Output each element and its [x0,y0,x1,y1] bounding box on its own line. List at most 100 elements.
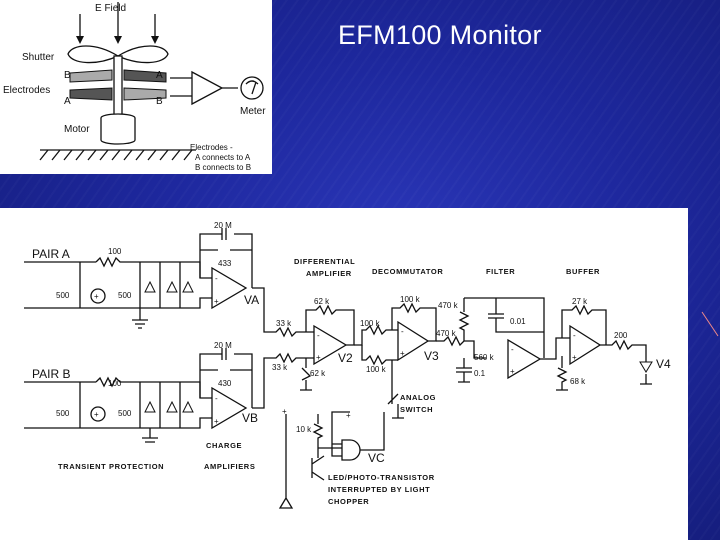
meter-label: Meter [240,106,266,117]
opamp-v2-minus: - [317,331,320,340]
analog-switch [387,360,404,419]
feedback-v2 [305,304,355,346]
wire-buffer-in [540,337,570,360]
opamp-a-minus: - [215,274,218,283]
analog-label-2: SWITCH [400,405,433,414]
opamp-buffer-minus: - [573,331,576,340]
motor-label: Motor [64,124,90,135]
shutter-label: Shutter [22,52,55,63]
wire-output [600,339,652,385]
meter-needle [245,80,259,95]
electrode-a-right [123,69,167,83]
v4-label: V4 [656,357,671,371]
source-a [90,288,106,304]
electrodes-label: Electrodes [3,85,50,96]
electrode-label-b: B [156,96,163,107]
vb-label: VB [242,411,258,425]
opamp-b [211,386,248,430]
wire-diff-decom-2 [361,345,398,366]
wire-filter-in [436,335,486,359]
c-430: 430 [218,379,232,388]
electrode-label-a: A [156,70,163,81]
opamp-b-plus: + [214,417,219,426]
r-470k-top [458,298,470,341]
cap-01 [456,358,472,383]
r-20m-b: 20 M [214,341,232,350]
opamp-v3-plus: + [400,349,405,358]
electrode-label-b: B [64,70,71,81]
c-433: 433 [218,259,232,268]
wire-vb-diff [252,352,314,409]
field-mill-illustration: E Field Shutter B A A B Electrodes Motor [0,0,272,174]
r-500-right-b: 500 [118,409,132,418]
output-diode [639,361,653,373]
motor-shaft [113,55,123,119]
opamp-b-minus: - [215,394,218,403]
wire-diff-decom [354,324,398,346]
circuit-schematic: PAIR A 100 500 + 500 - + 20 M 433 VA PAI… [0,208,688,540]
led-supply [278,414,294,509]
note-line-3: B connects to B [195,163,251,172]
va-label: VA [244,293,259,307]
protection-diodes-b [144,400,194,413]
vc-label: VC [368,451,385,465]
opamp-v3-minus: - [401,327,404,336]
r-500-left-a: 500 [56,291,70,300]
r-100-b: 100 [108,379,122,388]
wire-pair-a-in [24,256,212,279]
r-20m-a: 20 M [214,221,232,230]
r-68k-gnd [556,356,568,391]
source-a-sign: + [94,292,99,301]
ground-hatch [39,149,193,161]
slide-title: EFM100 Monitor [338,20,542,50]
pair-b-label: PAIR B [32,367,70,381]
motor-body [100,118,136,145]
wire-pair-a-gnd [24,262,212,309]
transient-label: TRANSIENT PROTECTION [58,462,164,471]
r-470k-lower: 470 k [436,329,457,338]
opamp-filter-plus: + [510,367,515,376]
opamp-a [211,266,248,310]
led-label-1: LED/PHOTO-TRANSISTOR [328,473,435,482]
led-label-2: INTERRUPTED BY LIGHT [328,485,430,494]
schematic-svg: PAIR A 100 500 + 500 - + 20 M 433 VA PAI… [24,221,671,509]
differential-label-1: DIFFERENTIAL [294,257,355,266]
feedback-buffer [561,304,607,345]
e-field-label: E Field [95,3,126,14]
c-001: 0.01 [510,317,526,326]
source-b [90,406,106,422]
arrow-head [114,36,122,44]
buffer-label: BUFFER [566,267,600,276]
r-100k-fb: 100 k [400,295,421,304]
filter-label: FILTER [486,267,515,276]
differential-label-2: AMPLIFIER [306,269,352,278]
opamp-v2-plus: + [316,353,321,362]
c-01: 0.1 [474,369,486,378]
feedback-b [199,348,253,408]
ground-a [132,308,148,329]
opamp-filter-minus: - [511,345,514,354]
r-33k-top: 33 k [276,319,292,328]
r-10k-label: 10 k [296,425,312,434]
feedback-v3 [391,302,437,342]
amp-wires [170,77,238,97]
r-10k [312,414,324,448]
r-68k: 68 k [570,377,586,386]
analog-label-1: ANALOG [400,393,436,402]
note-line-2: A connects to A [195,153,251,162]
pair-a-label: PAIR A [32,247,70,261]
decommutator-label: DECOMMUTATOR [372,267,443,276]
phototransistor [311,447,342,481]
r-62k-bottom: 62 k [310,369,326,378]
r-33k-bottom: 33 k [272,363,288,372]
electrode-label-a: A [64,96,71,107]
r-560k: 560 k [474,353,495,362]
r-200: 200 [614,331,628,340]
shutter-blade [67,45,120,64]
opamp-v2 [313,324,348,366]
led-plus: + [282,407,287,416]
decorative-streak [701,311,719,337]
amplifiers-label: AMPLIFIERS [204,462,255,471]
shutter-blade [116,45,169,64]
